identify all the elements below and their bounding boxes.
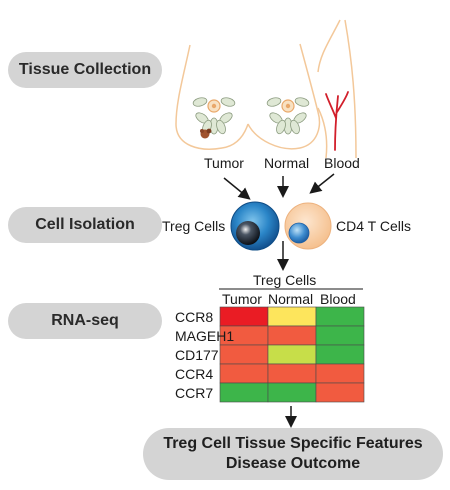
heatmap-cell: [315, 344, 365, 365]
sample-label-tumor: Tumor: [204, 155, 244, 171]
cd4-cell-illustration: [284, 202, 332, 250]
heatmap: [219, 306, 365, 403]
heatmap-cell: [315, 306, 365, 327]
heatmap-cell: [219, 363, 269, 384]
heatmap-col-blood: Blood: [320, 291, 356, 307]
heatmap-cell: [267, 306, 317, 327]
left-breast-illustration: [192, 97, 236, 139]
sample-label-blood: Blood: [324, 155, 360, 171]
heatmap-cell: [267, 344, 317, 365]
heatmap-row-label: CCR7: [175, 385, 214, 401]
blood-vessel-illustration: [325, 91, 349, 151]
cell-label-treg: Treg Cells: [162, 218, 226, 234]
right-breast-illustration: [266, 97, 310, 135]
cell-label-cd4: CD4 T Cells: [336, 218, 411, 234]
heatmap-col-tumor: Tumor: [222, 291, 262, 307]
heatmap-cell: [219, 382, 269, 403]
arrow-tumor: [223, 177, 251, 200]
heatmap-cell: [267, 363, 317, 384]
heatmap-group-title: Treg Cells: [253, 272, 317, 288]
torso-outline: [175, 19, 357, 159]
tumor-mass: [200, 128, 212, 139]
step-tissue-collection: Tissue Collection: [8, 52, 162, 88]
treg-cell-illustration: [230, 201, 280, 251]
heatmap-cell: [267, 325, 317, 346]
step-rna-seq-label: RNA-seq: [51, 312, 119, 329]
heatmap-row-label: CCR8: [175, 309, 214, 325]
heatmap-cell: [315, 363, 365, 384]
heatmap-row-label: MAGEH1: [175, 328, 235, 344]
outcome-line-2: Disease Outcome: [225, 455, 361, 472]
heatmap-cell: [219, 344, 269, 365]
step-cell-isolation: Cell Isolation: [8, 207, 162, 243]
step-tissue-collection-label: Tissue Collection: [18, 61, 152, 78]
outcome-pill: Treg Cell Tissue Specific Features Disea…: [143, 428, 443, 480]
heatmap-row-label: CD177: [175, 347, 219, 363]
step-cell-isolation-label: Cell Isolation: [35, 216, 135, 233]
heatmap-cell: [315, 325, 365, 346]
outcome-line-1: Treg Cell Tissue Specific Features: [163, 435, 423, 452]
heatmap-cell: [267, 382, 317, 403]
heatmap-cell: [219, 306, 269, 327]
arrow-blood: [309, 173, 335, 194]
heatmap-row-label: CCR4: [175, 366, 214, 382]
step-rna-seq: RNA-seq: [8, 303, 162, 339]
heatmap-col-normal: Normal: [268, 291, 314, 307]
sample-label-normal: Normal: [264, 155, 310, 171]
heatmap-cell: [315, 382, 365, 403]
